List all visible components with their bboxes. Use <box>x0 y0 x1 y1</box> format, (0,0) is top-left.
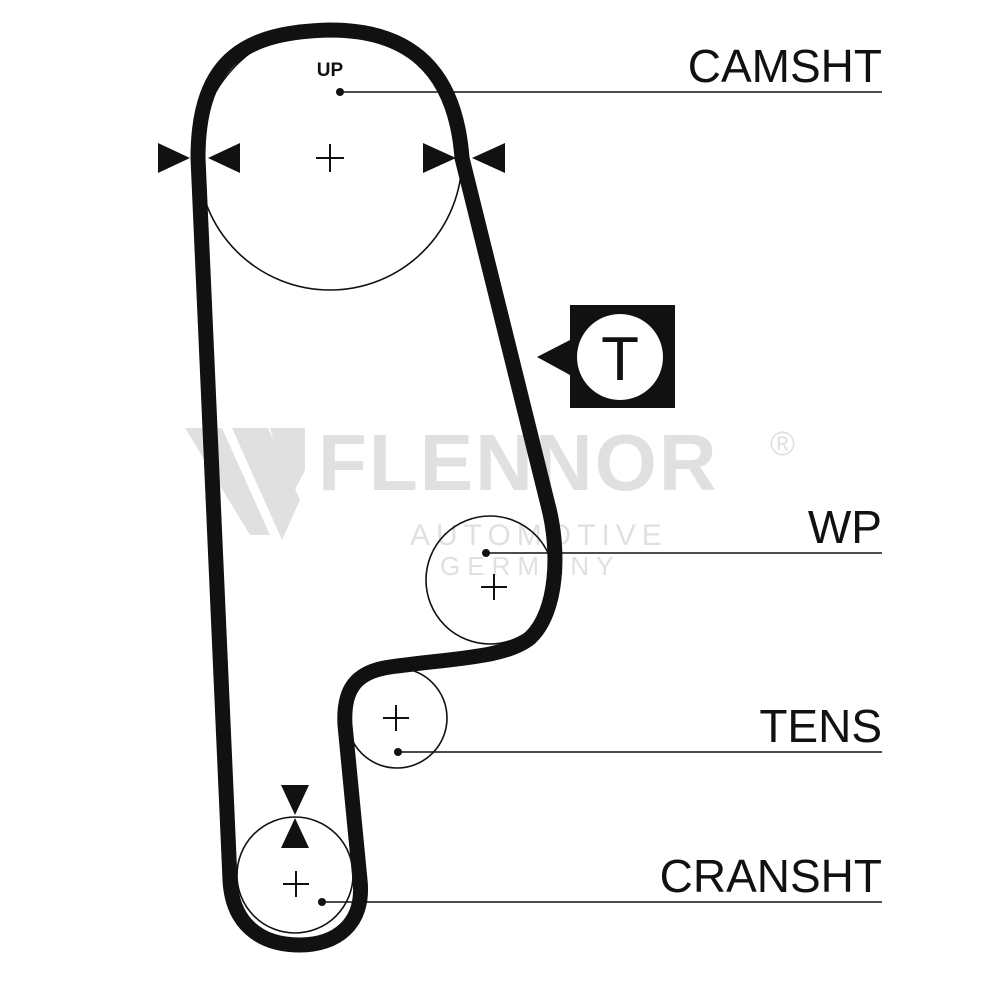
crankshaft-label: CRANSHT <box>660 850 882 902</box>
water-pump-center-cross <box>481 574 507 600</box>
camshaft-right-timing-mark-icon <box>423 143 505 173</box>
tension-badge: T <box>537 305 675 408</box>
flennor-watermark: FLENNOR ® AUTOMOTIVE GERMANY <box>185 418 795 581</box>
tension-badge-letter: T <box>601 325 639 394</box>
watermark-registered: ® <box>770 425 795 463</box>
camshaft-left-timing-mark-icon <box>158 143 240 173</box>
crankshaft-timing-mark-icon <box>281 785 309 848</box>
watermark-line1: AUTOMOTIVE <box>410 519 668 552</box>
flennor-logo-icon <box>185 428 305 540</box>
camshaft-center-cross <box>316 144 344 172</box>
tensioner-label: TENS <box>759 700 882 752</box>
watermark-brand: FLENNOR <box>318 418 719 507</box>
leader-dots <box>318 88 490 906</box>
timing-belt <box>190 22 563 953</box>
tensioner-center-cross <box>383 705 409 731</box>
crankshaft-center-cross <box>283 871 309 897</box>
watermark-line2: GERMANY <box>440 551 620 581</box>
leader-lines <box>322 91 882 903</box>
up-label: UP <box>317 60 344 81</box>
camshaft-label: CAMSHT <box>688 40 882 92</box>
water-pump-label: WP <box>808 501 882 553</box>
